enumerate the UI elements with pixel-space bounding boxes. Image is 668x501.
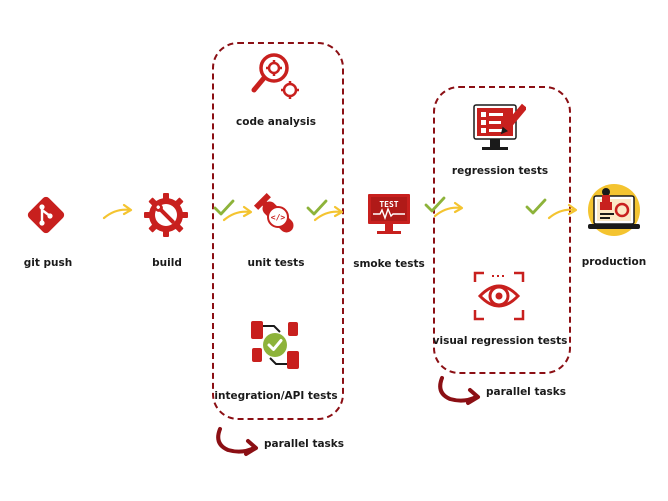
curved-arrow-icon xyxy=(216,427,258,456)
arrow-right-icon xyxy=(433,201,464,218)
stage-label-regression-tests: regression tests xyxy=(451,165,549,177)
stage-label-production: production xyxy=(581,256,647,268)
git-icon xyxy=(27,196,65,234)
check-icon xyxy=(424,196,446,213)
production-laptop-icon xyxy=(588,184,640,236)
monitor-checklist-icon xyxy=(473,103,526,150)
code-wrench-icon: </> xyxy=(253,192,294,233)
check-icon xyxy=(525,198,547,215)
smoke-screen-text: TEST xyxy=(379,200,398,209)
stage-label-unit-tests: unit tests xyxy=(247,257,305,269)
gear-wrench-icon xyxy=(144,193,188,237)
check-icon xyxy=(306,199,328,216)
parallel-group-1 xyxy=(212,42,344,420)
parallel-tasks-label: parallel tasks xyxy=(264,438,345,450)
stage-label-integration-tests: integration/API tests xyxy=(214,390,338,402)
parallel-tasks-label: parallel tasks xyxy=(486,386,567,398)
magnifier-gear-icon xyxy=(251,53,299,99)
check-icon xyxy=(213,199,235,216)
arrow-right-icon xyxy=(222,205,253,222)
arrow-right-icon xyxy=(102,203,133,220)
arrow-right-icon xyxy=(313,205,344,222)
stage-label-smoke-tests: smoke tests xyxy=(353,258,425,270)
eye-scan-icon xyxy=(473,271,525,321)
arrow-right-icon xyxy=(547,203,578,220)
stage-label-git-push: git push xyxy=(23,257,73,269)
svg-text:</>: </> xyxy=(271,213,286,222)
curved-arrow-icon xyxy=(438,376,480,405)
stage-label-visual-regression-tests: visual regression tests xyxy=(432,335,568,347)
stage-label-build: build xyxy=(152,257,182,269)
monitor-test-icon: TEST xyxy=(368,194,410,234)
stage-label-code-analysis: code analysis xyxy=(236,116,316,128)
parallel-group-2 xyxy=(433,86,571,374)
handshake-check-icon xyxy=(251,321,299,369)
